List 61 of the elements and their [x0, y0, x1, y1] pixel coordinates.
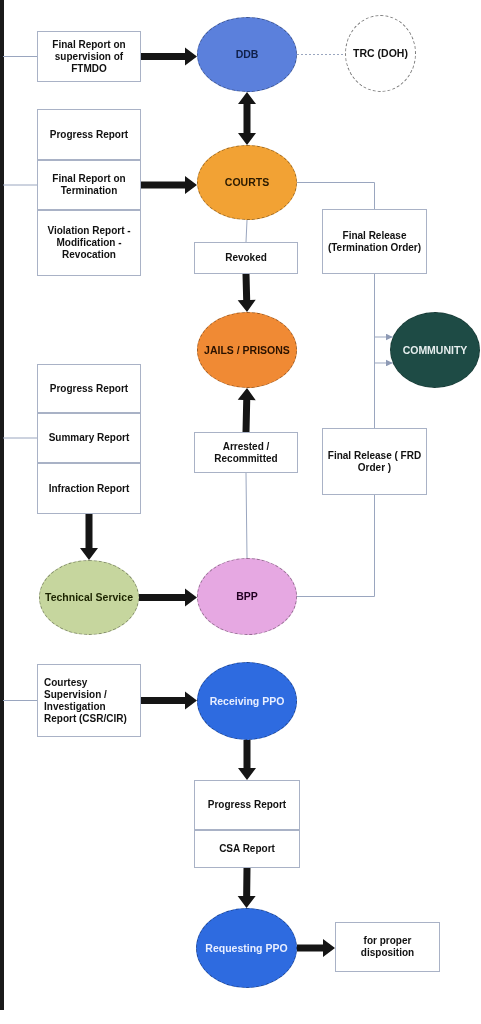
- connector-line: [2, 56, 38, 57]
- report-box: [37, 109, 141, 160]
- report-box: [37, 160, 141, 210]
- connector-line: [2, 184, 38, 186]
- report-box: [194, 242, 298, 274]
- report-box: [194, 780, 300, 830]
- block-arrow: [80, 514, 98, 560]
- report-box: [37, 31, 141, 82]
- block-arrow: [238, 740, 256, 780]
- report-box: [194, 830, 300, 868]
- node-label: Progress Report: [48, 382, 130, 395]
- node-label: Progress Report: [48, 128, 130, 141]
- report-box: [37, 364, 141, 413]
- connector-line: [296, 182, 375, 210]
- report-box: [37, 210, 141, 276]
- node-label: Violation Report - Modification - Revocation: [46, 225, 132, 261]
- connector-line: [245, 472, 248, 559]
- block-arrow: [141, 47, 197, 66]
- block-arrow: [141, 176, 197, 194]
- block-arrow: [141, 691, 197, 710]
- connector-line: [2, 700, 38, 701]
- report-box: [37, 413, 141, 463]
- node-label: for proper disposition: [359, 935, 416, 959]
- block-arrow: [237, 388, 256, 433]
- report-box: [335, 922, 440, 972]
- arrow: [374, 273, 394, 367]
- block-arrow: [237, 273, 256, 312]
- node-label: Final Report on Termination: [51, 173, 127, 197]
- block-arrow: [139, 588, 197, 607]
- report-box: [322, 428, 427, 495]
- node-label: Technical Service: [44, 591, 134, 604]
- block-arrow: [297, 939, 335, 957]
- report-box: [37, 463, 141, 514]
- node-label: Progress Report: [206, 799, 288, 811]
- node-label: Final Release ( FRD Order ): [326, 449, 423, 474]
- node-label: Infraction Report: [47, 482, 131, 495]
- block-arrow: [237, 867, 256, 908]
- node-label: COURTS: [223, 176, 271, 189]
- block-arrow: [238, 92, 256, 145]
- node-label: JAILS / PRISONS: [203, 343, 291, 357]
- report-box: [322, 209, 427, 274]
- node-label: Final Release (Termination Order): [326, 229, 423, 254]
- node-label: DDB: [234, 48, 260, 61]
- report-box: [194, 432, 298, 473]
- node-label: Final Report on supervision of FTMDO: [51, 38, 127, 75]
- node-label: TRC (DOH): [352, 47, 409, 60]
- connector-line: [2, 437, 38, 439]
- node-label: Courtesy Supervision / Investigation Report (CSR/CIR): [43, 676, 128, 725]
- report-box: [37, 664, 141, 737]
- node-label: CSA Report: [218, 843, 276, 855]
- node-label: Arrested / Recommitted: [213, 440, 279, 465]
- connector-line: [296, 54, 346, 55]
- node-label: BPP: [235, 590, 259, 603]
- node-label: Revoked: [224, 252, 268, 264]
- node-label: Receiving PPO: [208, 694, 286, 708]
- node-label: Requesting PPO: [204, 941, 289, 955]
- connector-line: [245, 219, 248, 243]
- connector-line: [296, 494, 375, 597]
- node-label: Summary Report: [47, 432, 131, 444]
- node-label: COMMUNITY: [401, 343, 469, 357]
- arrow: [374, 333, 394, 429]
